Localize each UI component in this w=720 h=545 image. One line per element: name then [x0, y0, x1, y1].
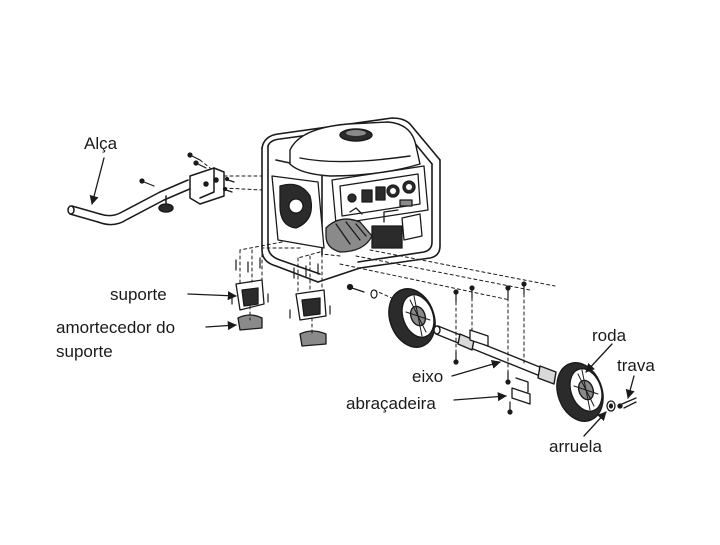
axle [433, 325, 557, 385]
generator-frame [261, 117, 441, 283]
lock-pin [617, 397, 637, 409]
feet-alignment-lines [239, 241, 341, 259]
arrow-alca [89, 157, 105, 205]
control-panel [331, 165, 429, 225]
support-foot-left [231, 247, 269, 331]
arrow-eixo [451, 359, 501, 377]
label-abracadeira: abraçadeira [346, 394, 436, 413]
arrow-trava [625, 375, 635, 399]
label-arruela: arruela [549, 437, 602, 456]
callout-arrows [89, 157, 635, 437]
label-eixo: eixo [412, 367, 444, 386]
washer [606, 400, 616, 412]
support-foot-right [289, 253, 331, 347]
handle-assembly [67, 152, 263, 226]
arrow-roda [585, 343, 613, 373]
arrow-amortecedor [205, 321, 237, 331]
label-trava: trava [617, 356, 655, 375]
arrow-abracadeira [453, 392, 507, 402]
wheel-left [388, 288, 436, 348]
axle-bolts [346, 281, 527, 415]
label-amortecedor-line1: amortecedor do [56, 318, 176, 337]
label-alca: Alça [84, 134, 118, 153]
fuel-tank [289, 121, 421, 177]
label-suporte: suporte [110, 285, 167, 304]
axle-alignment-lines [339, 249, 556, 373]
engine-block [271, 175, 423, 253]
arrow-suporte [187, 291, 237, 301]
label-amortecedor-line2: suporte [56, 342, 113, 361]
clamps [469, 329, 531, 405]
wheel-right [556, 362, 604, 422]
label-roda: roda [592, 326, 627, 345]
arrow-arruela [583, 411, 607, 437]
